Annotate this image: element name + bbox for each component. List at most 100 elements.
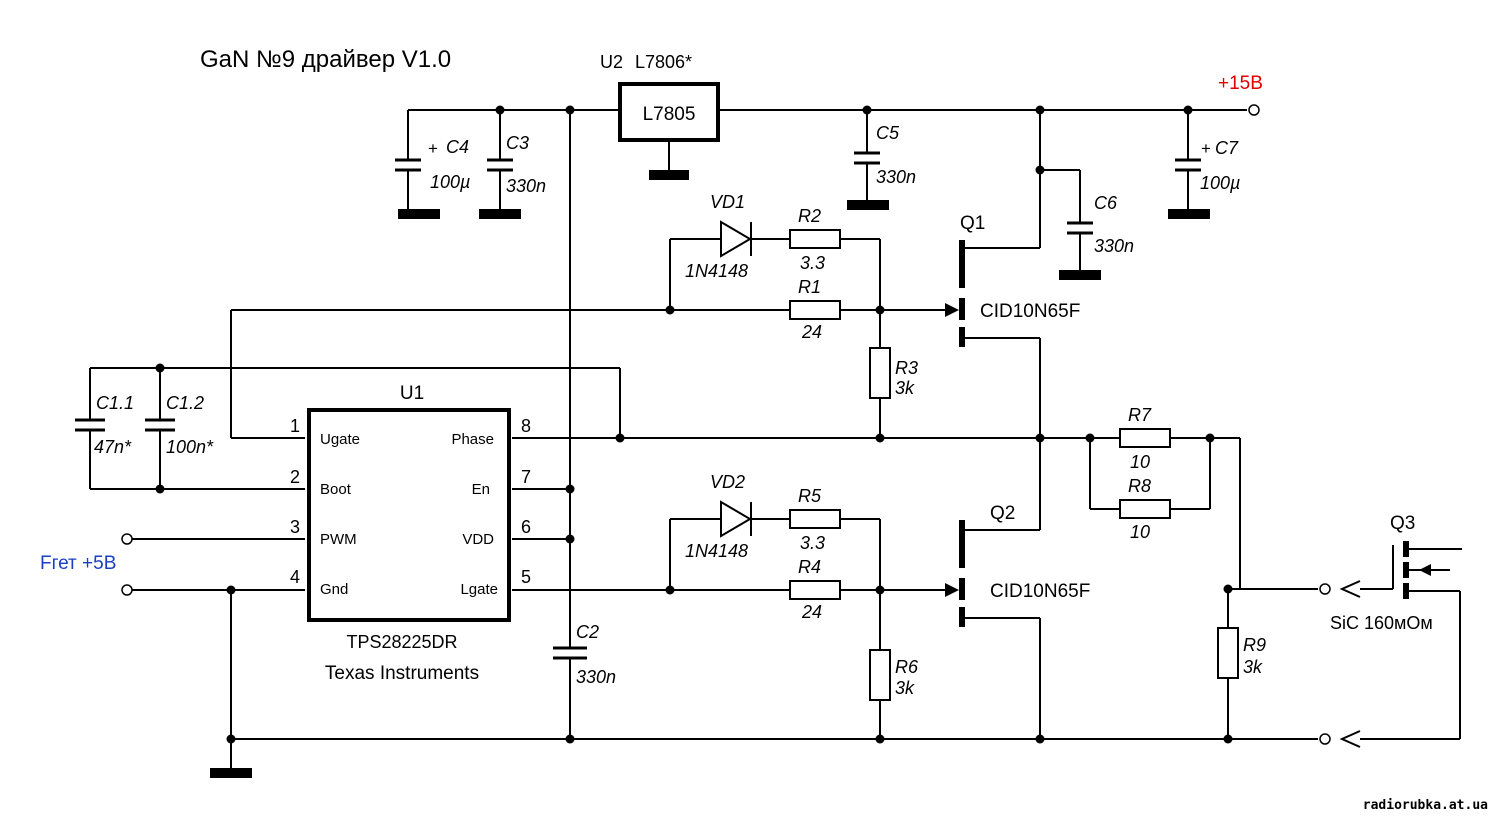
pin-8-number: 8 — [521, 416, 531, 436]
pin-7-number: 7 — [521, 467, 531, 487]
resistor-r9 — [1217, 438, 1318, 739]
resistor-r2 — [789, 229, 881, 310]
ground-rail — [226, 734, 1318, 744]
c3-ref: C3 — [506, 133, 529, 153]
r5-ref: R5 — [798, 486, 822, 506]
c7-ref: C7 — [1215, 138, 1239, 158]
q3-part: SiC 160мОм — [1330, 613, 1433, 633]
q2-ref: Q2 — [990, 503, 1015, 524]
c3-value: 330n — [506, 176, 546, 196]
supply-label: +15В — [1218, 73, 1263, 94]
r6-ref: R6 — [895, 657, 919, 677]
r3-value: 3k — [895, 378, 915, 398]
pin-1-number: 1 — [290, 416, 300, 436]
q1-ref: Q1 — [960, 213, 985, 234]
resistor-r1 — [789, 300, 885, 320]
diode-vd2 — [670, 500, 790, 538]
vd1-part: 1N4148 — [685, 261, 748, 281]
phase-net — [160, 338, 1120, 530]
supply-terminal — [1248, 104, 1260, 116]
vdd-net — [512, 110, 575, 648]
r7-value: 10 — [1130, 452, 1150, 472]
capacitor-c4 — [395, 158, 440, 219]
vd2-ref: VD2 — [710, 472, 745, 492]
pin-2-name: Boot — [320, 481, 352, 498]
c7-value: 100µ — [1200, 173, 1240, 193]
transistor-q3 — [1392, 541, 1462, 739]
r8-ref: R8 — [1128, 476, 1151, 496]
capacitor-c12 — [145, 368, 175, 489]
c2-ref: C2 — [576, 622, 599, 642]
watermark: radiorubka.at.ua — [1363, 798, 1488, 813]
c6-value: 330n — [1094, 236, 1134, 256]
c12-ref: C1.2 — [166, 393, 204, 413]
pin-4-name: Gnd — [320, 581, 348, 598]
regulator-ref: U2 — [600, 52, 623, 72]
vd1-ref: VD1 — [710, 192, 745, 212]
c11-value: 47n* — [94, 437, 132, 457]
c4-ref: C4 — [446, 137, 469, 157]
ground-symbol — [649, 170, 689, 180]
c11-ref: C1.1 — [96, 393, 134, 413]
r7-ref: R7 — [1128, 405, 1152, 425]
pin-8-name: Phase — [451, 431, 494, 448]
r2-ref: R2 — [798, 206, 821, 226]
pin-3-name: PWM — [320, 531, 357, 548]
pin-7-name: En — [472, 481, 490, 498]
lgate-net — [512, 519, 790, 595]
q3-ref: Q3 — [1390, 513, 1415, 534]
r9-value: 3k — [1243, 657, 1263, 677]
c5-ref: C5 — [876, 123, 900, 143]
vd2-part: 1N4148 — [685, 541, 748, 561]
c5-value: 330n — [876, 167, 916, 187]
capacitor-c2 — [553, 646, 587, 739]
schematic-title: GaN №9 драйвер V1.0 — [200, 46, 451, 73]
r1-value: 24 — [801, 322, 822, 342]
r1-ref: R1 — [798, 277, 821, 297]
ugate-net — [230, 239, 790, 439]
capacitor-c7 — [1168, 110, 1210, 219]
regulator-alt: L7806* — [635, 52, 692, 72]
r2-value: 3.3 — [800, 253, 825, 273]
diode-vd1 — [670, 220, 790, 258]
pin-5-name: Lgate — [460, 581, 498, 598]
resistor-r7 — [1119, 428, 1240, 448]
r8-value: 10 — [1130, 522, 1150, 542]
r9-ref: R9 — [1243, 635, 1266, 655]
resistor-r4 — [789, 580, 945, 600]
c6-ref: C6 — [1094, 193, 1118, 213]
capacitor-c5 — [847, 110, 889, 210]
pin-6-name: VDD — [462, 531, 494, 548]
c7-polarity: + — [1201, 139, 1211, 158]
resistor-r5 — [789, 509, 881, 590]
c4-polarity: + — [428, 139, 438, 158]
supply-rail — [407, 105, 1247, 160]
regulator-u2 — [618, 82, 720, 180]
r4-value: 24 — [801, 602, 822, 622]
r3-ref: R3 — [895, 358, 918, 378]
capacitor-c3 — [479, 158, 521, 219]
ic-ref: U1 — [400, 383, 424, 404]
resistor-r6 — [869, 590, 891, 739]
transistor-q2 — [945, 520, 1041, 739]
pin-1-name: Ugate — [320, 431, 360, 448]
pin-4-number: 4 — [290, 567, 300, 587]
output-connector — [1319, 580, 1460, 748]
q1-part: CID10N65F — [980, 301, 1080, 322]
c4-value: 100µ — [430, 172, 470, 192]
capacitor-c11 — [75, 363, 305, 494]
pin-6-number: 6 — [521, 517, 531, 537]
ic-part: TPS28225DR — [346, 632, 457, 652]
input-label: Fгет +5В — [40, 553, 116, 574]
transistor-q1 — [880, 240, 1040, 347]
pin-2-number: 2 — [290, 467, 300, 487]
pin-5-number: 5 — [521, 567, 531, 587]
c12-value: 100n* — [166, 437, 214, 457]
r5-value: 3.3 — [800, 533, 825, 553]
c2-value: 330n — [576, 667, 616, 687]
input-connector — [121, 533, 305, 778]
pin-3-number: 3 — [290, 517, 300, 537]
regulator-part: L7805 — [643, 104, 696, 125]
resistor-r3 — [869, 310, 891, 438]
